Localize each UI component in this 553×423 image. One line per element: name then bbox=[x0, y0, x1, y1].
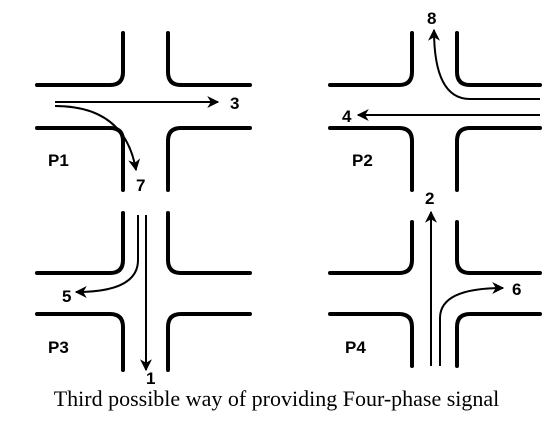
movement-arrow-5 bbox=[74, 215, 139, 298]
phase-p3-panel: 5 1 P3 bbox=[35, 211, 252, 385]
movement-label-4: 4 bbox=[342, 107, 352, 126]
intersection-curbs bbox=[35, 211, 252, 372]
movement-label-1: 1 bbox=[146, 369, 155, 385]
phase-label-p3: P3 bbox=[48, 338, 69, 357]
phase-label-p1: P1 bbox=[48, 151, 69, 170]
phase-label-p2: P2 bbox=[352, 151, 373, 170]
intersection-curbs bbox=[35, 31, 252, 192]
intersection-curbs bbox=[328, 31, 542, 192]
movement-label-3: 3 bbox=[230, 94, 239, 113]
movement-label-6: 6 bbox=[512, 280, 521, 299]
phase-label-p4: P4 bbox=[345, 338, 366, 357]
phase-p4-panel: 2 6 P4 bbox=[328, 189, 542, 368]
movement-arrow-8 bbox=[428, 28, 540, 100]
figure-caption: Third possible way of providing Four-pha… bbox=[53, 386, 500, 411]
movement-label-7: 7 bbox=[136, 176, 145, 195]
phase-p1-panel: 3 7 P1 bbox=[35, 31, 252, 195]
movement-arrow-6 bbox=[439, 282, 505, 366]
movement-label-8: 8 bbox=[427, 9, 436, 28]
movement-label-2: 2 bbox=[425, 189, 434, 208]
four-phase-signal-diagram: 3 7 P1 4 8 P2 5 1 P3 bbox=[35, 9, 542, 385]
phase-p2-panel: 4 8 P2 bbox=[328, 9, 542, 192]
intersection-curbs bbox=[328, 220, 542, 368]
movement-label-5: 5 bbox=[62, 287, 71, 306]
movement-arrow-7 bbox=[54, 105, 141, 172]
